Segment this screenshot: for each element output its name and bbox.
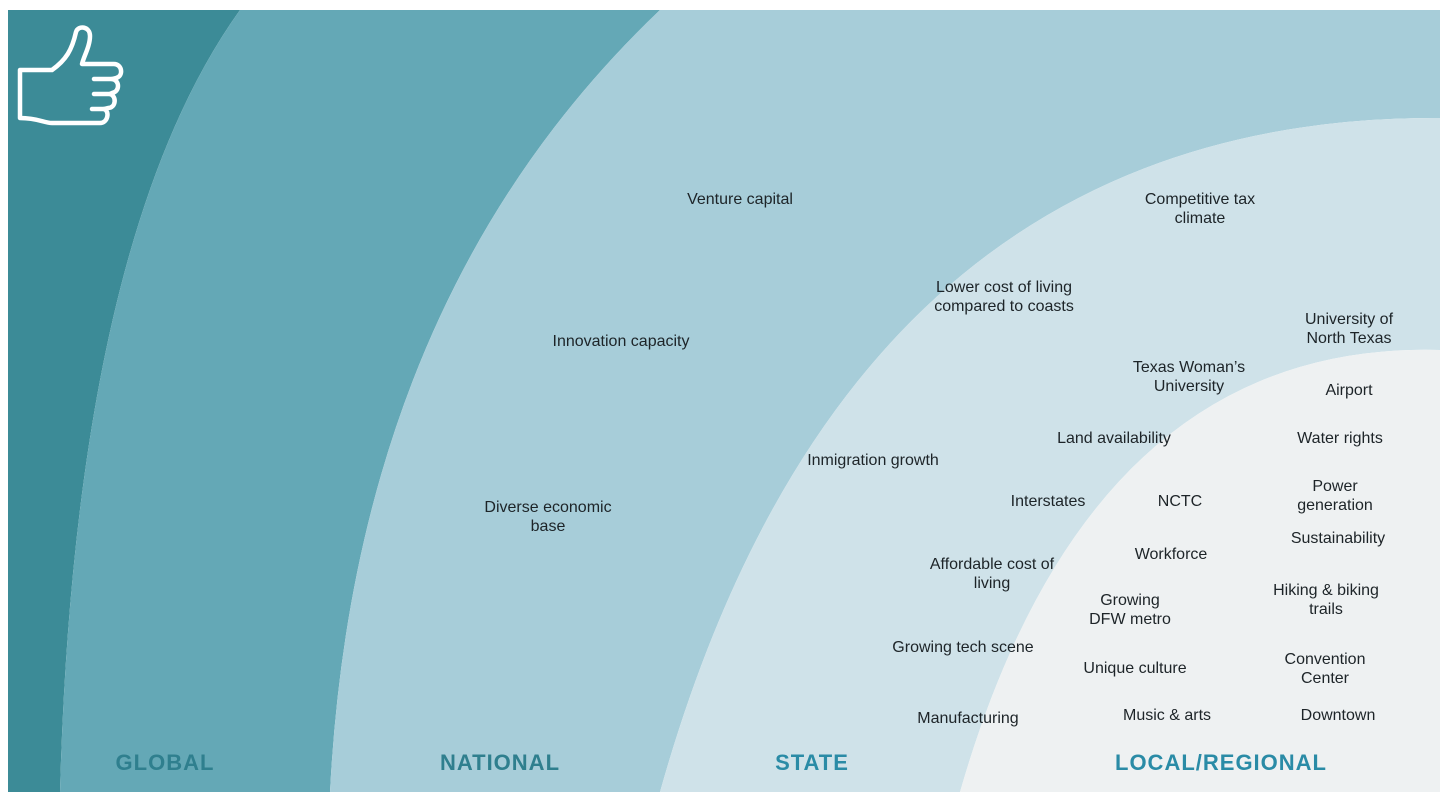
item-manufacturing: Manufacturing: [917, 710, 1019, 727]
zone-label-national: NATIONAL: [439, 750, 561, 775]
item-lower-cost-of-living: Lower cost of living compared to coasts: [934, 279, 1074, 315]
item-unique-culture: Unique culture: [1083, 660, 1187, 677]
item-downtown: Downtown: [1300, 707, 1376, 724]
zone-label-local: LOCAL/REGIONAL: [1115, 750, 1327, 775]
item-convention-center: Convention Center: [1284, 651, 1366, 687]
item-airport: Airport: [1325, 382, 1373, 399]
global-band: [8, 10, 240, 792]
zone-label-global: GLOBAL: [115, 750, 215, 775]
national-band: [60, 10, 660, 792]
item-nctc: NCTC: [1157, 493, 1203, 510]
item-hiking-biking-trails: Hiking & biking trails: [1273, 582, 1379, 618]
item-growing-dfw-metro: Growing DFW metro: [1089, 592, 1171, 628]
item-land-availability: Land availability: [1057, 430, 1171, 447]
item-university-north-texas: University of North Texas: [1304, 311, 1394, 347]
item-power-generation: Power generation: [1297, 478, 1373, 514]
item-venture-capital: Venture capital: [687, 191, 793, 208]
item-competitive-tax-climate: Competitive tax climate: [1144, 191, 1256, 227]
item-affordable-cost-of-living: Affordable cost of living: [929, 556, 1055, 592]
zone-label-state: STATE: [775, 750, 849, 775]
item-workforce: Workforce: [1134, 546, 1208, 563]
core-band: [960, 349, 1440, 792]
item-texas-womans-university: Texas Woman’s University: [1132, 359, 1246, 395]
state-band: [330, 10, 1440, 792]
item-music-arts: Music & arts: [1122, 707, 1212, 724]
item-sustainability: Sustainability: [1290, 530, 1386, 547]
item-water-rights: Water rights: [1297, 430, 1383, 447]
item-interstates: Interstates: [1010, 493, 1086, 510]
item-inmigration-growth: Inmigration growth: [807, 452, 939, 469]
item-diverse-economic-base: Diverse economic base: [484, 499, 612, 535]
item-innovation-capacity: Innovation capacity: [552, 333, 690, 350]
local-band: [660, 117, 1440, 792]
thumbs-up-icon: [17, 25, 124, 126]
item-growing-tech-scene: Growing tech scene: [892, 639, 1034, 656]
